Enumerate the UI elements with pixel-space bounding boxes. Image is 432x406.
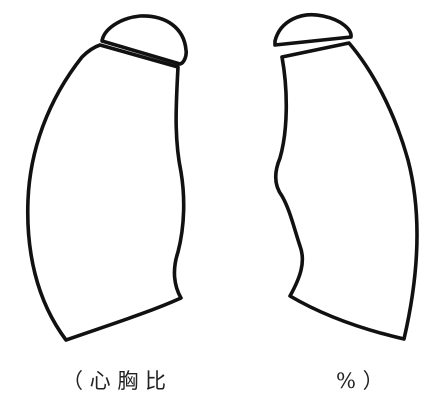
right-lung-body — [276, 43, 417, 339]
caption-percent-suffix: % ） — [336, 366, 384, 396]
caption-ratio-label: （ 心 胸 比 — [62, 366, 166, 396]
left-lung-body — [28, 45, 184, 340]
right-lung-apex — [275, 15, 351, 45]
